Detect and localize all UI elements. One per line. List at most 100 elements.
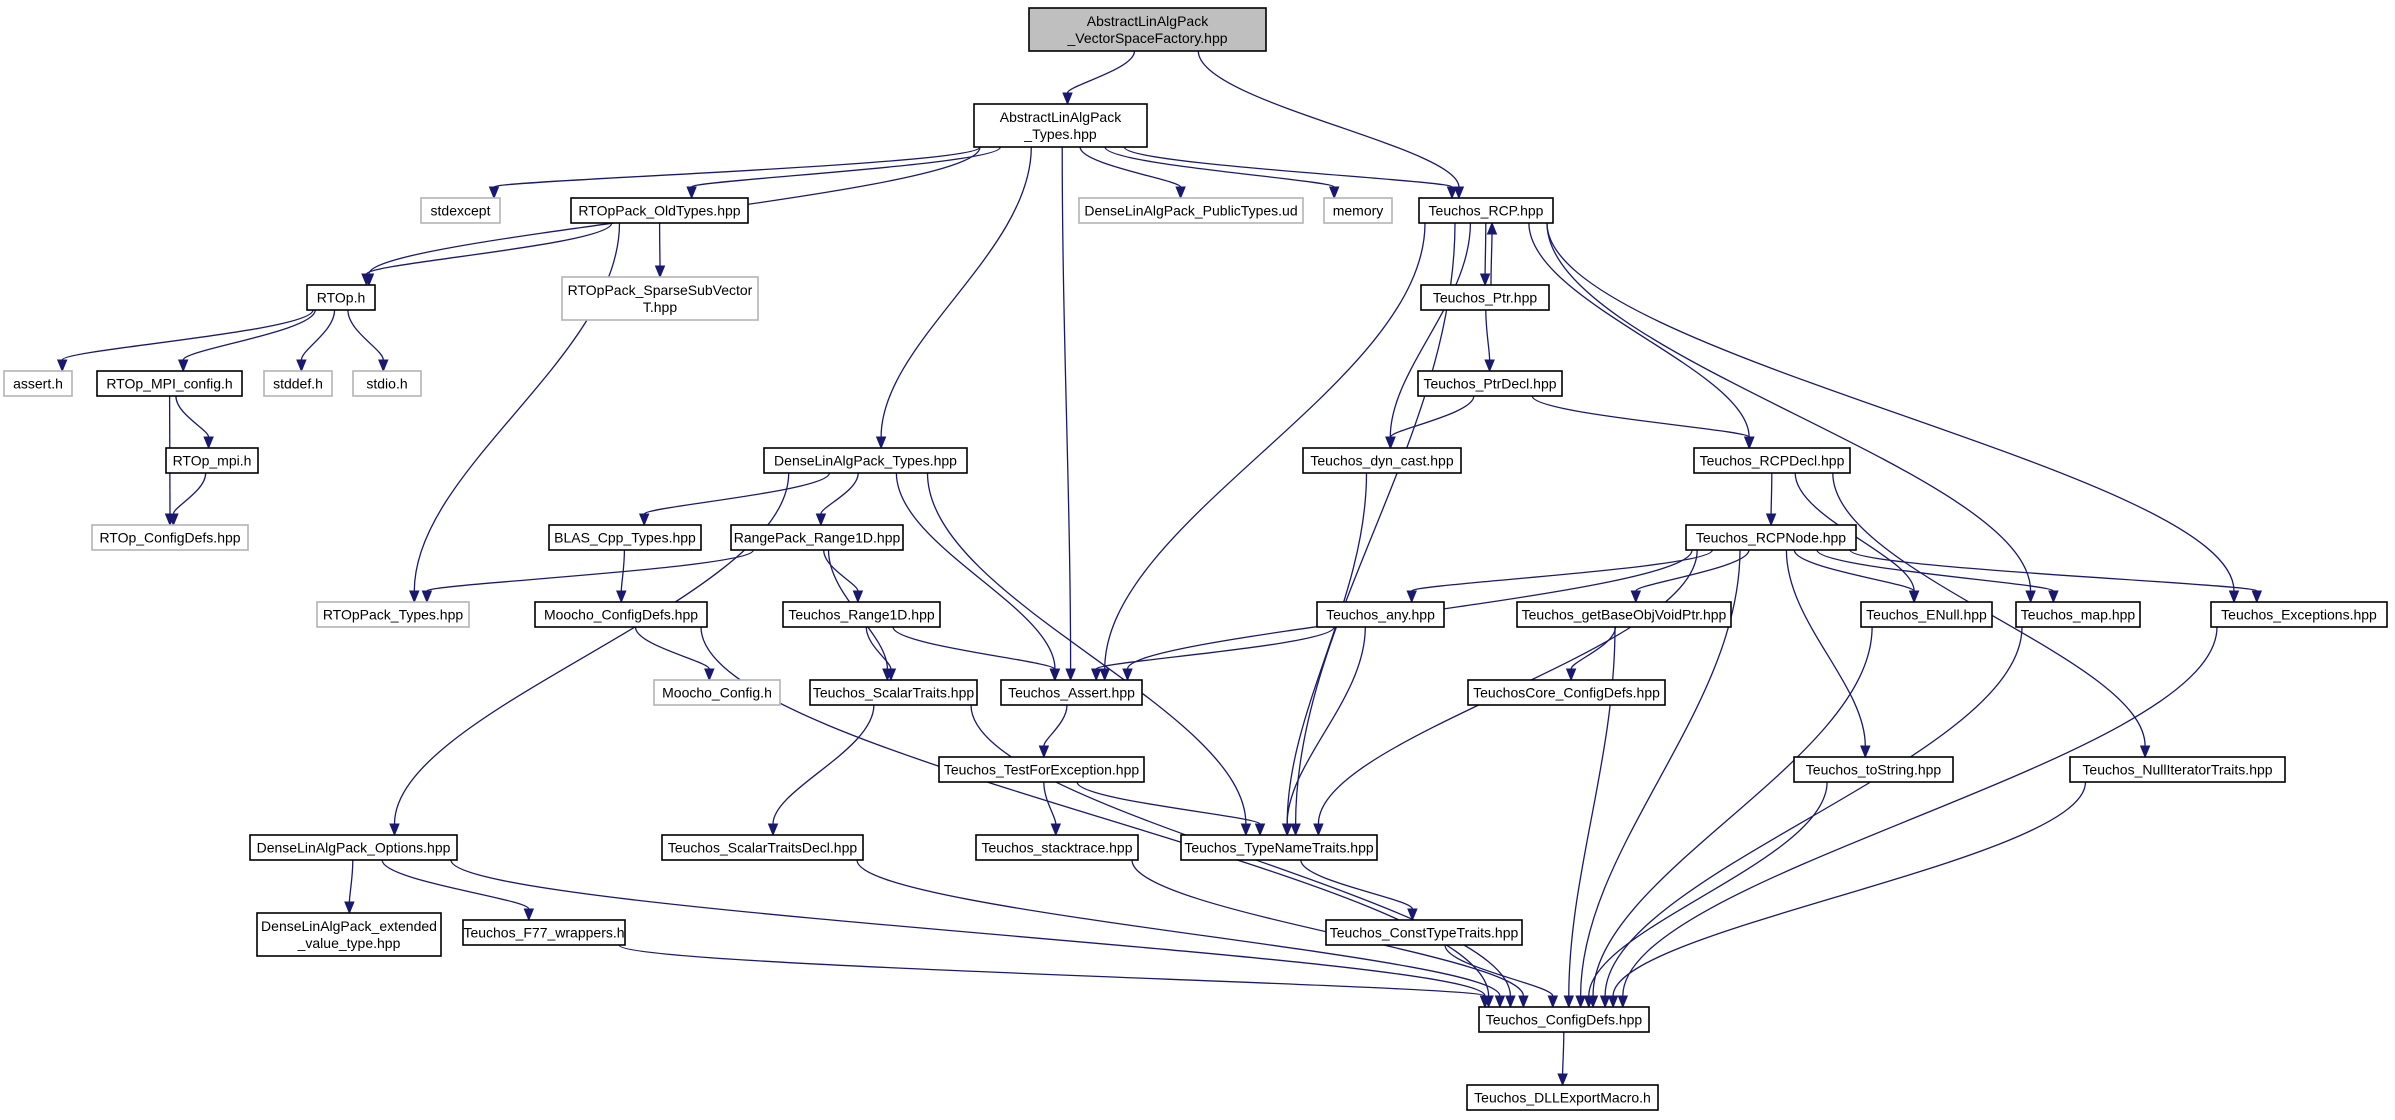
node-teuchos-consttypetraits[interactable]: Teuchos_ConstTypeTraits.hpp <box>1325 919 1523 946</box>
node-moocho-configdefs[interactable]: Moocho_ConfigDefs.hpp <box>534 601 708 628</box>
node-teuchoscore-configdefs[interactable]: TeuchosCore_ConfigDefs.hpp <box>1467 679 1666 706</box>
node-label: AbstractLinAlgPack <box>1087 13 1209 29</box>
edge-teuchos-rcp-to-teuchos-typenametraits <box>1290 222 1456 837</box>
node-teuchos-ptrdecl[interactable]: Teuchos_PtrDecl.hpp <box>1417 370 1563 397</box>
node-box <box>561 276 759 321</box>
node-rtop-h[interactable]: RTOp.h <box>306 284 376 311</box>
edge-arrowhead <box>296 359 307 373</box>
node-teuchos-testforexc[interactable]: Teuchos_TestForException.hpp <box>938 756 1145 783</box>
node-label: Teuchos_Range1D.hpp <box>788 607 935 623</box>
node-teuchos-enull[interactable]: Teuchos_ENull.hpp <box>1860 601 1993 628</box>
node-rtop-configdefs: RTOp_ConfigDefs.hpp <box>91 524 249 551</box>
node-teuchos-stacktrace[interactable]: Teuchos_stacktrace.hpp <box>975 834 1139 861</box>
edge-line <box>1197 50 1460 188</box>
edges <box>56 50 2263 1087</box>
node-label: Teuchos_NullIteratorTraits.hpp <box>2082 762 2272 778</box>
edge-line <box>620 549 626 592</box>
edge-teuchos-exceptions-to-teuchos-configdefs <box>1617 626 2218 1009</box>
node-teuchos-rcpnode[interactable]: Teuchos_RCPNode.hpp <box>1685 524 1857 551</box>
node-label: Teuchos_ConfigDefs.hpp <box>1486 1012 1643 1028</box>
node-alap-types[interactable]: AbstractLinAlgPack_Types.hpp <box>973 103 1148 148</box>
edge-rtop-mpi-config-to-rtop-mpi <box>175 395 214 450</box>
edge-arrowhead <box>1328 186 1340 200</box>
node-label: T.hpp <box>643 299 677 315</box>
edge-arrowhead <box>1038 745 1050 759</box>
node-teuchos-typenametraits[interactable]: Teuchos_TypeNameTraits.hpp <box>1180 834 1378 861</box>
edge-teuchos-rcp-to-teuchos-dyn-cast <box>1385 222 1472 450</box>
node-label: _VectorSpaceFactory.hpp <box>1066 30 1227 46</box>
node-label: RTOp_mpi.h <box>173 453 252 469</box>
node-teuchos-nulliter[interactable]: Teuchos_NullIteratorTraits.hpp <box>2069 756 2286 783</box>
edge-teuchos-dyn-cast-to-teuchos-typenametraits <box>1281 472 1368 837</box>
edge-line <box>61 309 314 361</box>
node-teuchos-tostring[interactable]: Teuchos_toString.hpp <box>1793 756 1954 783</box>
edge-line <box>1546 222 2235 592</box>
edge-line <box>690 146 1002 188</box>
node-teuchos-scalartraitsdecl[interactable]: Teuchos_ScalarTraitsDecl.hpp <box>661 834 864 861</box>
edge-arrowhead <box>1049 668 1060 682</box>
node-label: Teuchos_TestForException.hpp <box>944 762 1140 778</box>
node-dlap-options[interactable]: DenseLinAlgPack_Options.hpp <box>249 834 458 861</box>
edge-line <box>1612 781 2087 997</box>
node-box <box>96 370 243 397</box>
node-teuchos-getbaseobj[interactable]: Teuchos_getBaseObjVoidPtr.hpp <box>1516 601 1732 628</box>
node-rtop-mpi[interactable]: RTOp_mpi.h <box>165 447 259 474</box>
node-teuchos-any[interactable]: Teuchos_any.hpp <box>1316 601 1445 628</box>
edge-line <box>172 472 207 515</box>
edge-teuchos-testforexc-to-teuchos-typenametraits <box>1076 781 1266 837</box>
node-label: Teuchos_TypeNameTraits.hpp <box>1184 840 1374 856</box>
node-box <box>1793 756 1954 783</box>
node-teuchos-dllexport[interactable]: Teuchos_DLLExportMacro.h <box>1466 1084 1659 1111</box>
node-rtop-oldtypes[interactable]: RTOpPack_OldTypes.hpp <box>570 197 749 224</box>
node-teuchos-range1d[interactable]: Teuchos_Range1D.hpp <box>782 601 941 628</box>
edge-arrowhead <box>2048 590 2059 604</box>
node-teuchos-scalartraits[interactable]: Teuchos_ScalarTraits.hpp <box>809 679 978 706</box>
node-teuchos-ptr[interactable]: Teuchos_Ptr.hpp <box>1420 284 1550 311</box>
node-teuchos-map[interactable]: Teuchos_map.hpp <box>2015 601 2141 628</box>
node-teuchos-f77[interactable]: Teuchos_F77_wrappers.h <box>462 919 626 946</box>
node-teuchos-configdefs[interactable]: Teuchos_ConfigDefs.hpp <box>1478 1006 1650 1033</box>
edge-line <box>1528 222 1750 438</box>
edge-teuchos-rcpnode-to-teuchos-tostring <box>1785 549 1871 759</box>
node-teuchos-dyn-cast[interactable]: Teuchos_dyn_cast.hpp <box>1302 447 1462 474</box>
node-box <box>973 103 1148 148</box>
edge-teuchos-f77-to-teuchos-configdefs <box>618 944 1491 1009</box>
edge-arrowhead <box>1281 823 1293 837</box>
node-teuchos-assert[interactable]: Teuchos_Assert.hpp <box>1000 679 1143 706</box>
node-label: Teuchos_stacktrace.hpp <box>982 840 1133 856</box>
edge-teuchos-nulliter-to-teuchos-configdefs <box>1607 781 2087 1009</box>
node-label: Teuchos_dyn_cast.hpp <box>1310 453 1453 469</box>
node-box <box>1316 601 1445 628</box>
edge-arrowhead <box>1557 1073 1568 1087</box>
node-blas-cpp-types[interactable]: BLAS_Cpp_Types.hpp <box>548 524 702 551</box>
edge-line <box>1061 146 1072 670</box>
node-dlap-extended[interactable]: DenseLinAlgPack_extended_value_type.hpp <box>256 912 442 957</box>
edge-alap-types-to-dlap-types <box>875 146 1032 450</box>
edge-arrowhead <box>1062 92 1073 106</box>
node-assert-h: assert.h <box>3 370 73 397</box>
edge-arrowhead <box>1575 995 1586 1009</box>
edge-arrowhead <box>1765 513 1777 527</box>
edge-teuchos-rcpnode-to-teuchos-exceptions <box>1849 549 2263 604</box>
node-teuchos-rcp[interactable]: Teuchos_RCP.hpp <box>1418 197 1554 224</box>
node-rangepack-range1d[interactable]: RangePack_Range1D.hpp <box>730 524 904 551</box>
node-box <box>1028 7 1267 52</box>
edge-arrowhead <box>1065 668 1076 682</box>
node-dlap-types[interactable]: DenseLinAlgPack_Types.hpp <box>763 447 968 474</box>
node-label: DenseLinAlgPack_PublicTypes.ud <box>1084 203 1297 219</box>
edge-teuchos-ptrdecl-to-teuchos-dyn-cast <box>1385 395 1475 450</box>
edge-moocho-configdefs-to-moocho-config <box>634 626 715 682</box>
edge-line <box>1793 549 1915 592</box>
edge-line <box>300 309 336 361</box>
node-box <box>1466 1084 1659 1111</box>
node-teuchos-exceptions[interactable]: Teuchos_Exceptions.hpp <box>2210 601 2388 628</box>
edge-line <box>1785 549 1866 747</box>
edge-line <box>381 859 530 910</box>
node-teuchos-rcpdecl[interactable]: Teuchos_RCPDecl.hpp <box>1693 447 1851 474</box>
edge-arrowhead <box>686 186 697 200</box>
edge-line <box>865 626 892 670</box>
edge-line <box>1095 626 1335 670</box>
node-root[interactable]: AbstractLinAlgPack_VectorSpaceFactory.hp… <box>1028 7 1267 52</box>
node-rtop-mpi-config[interactable]: RTOp_MPI_config.h <box>96 370 243 397</box>
node-label: RTOp.h <box>317 290 366 306</box>
